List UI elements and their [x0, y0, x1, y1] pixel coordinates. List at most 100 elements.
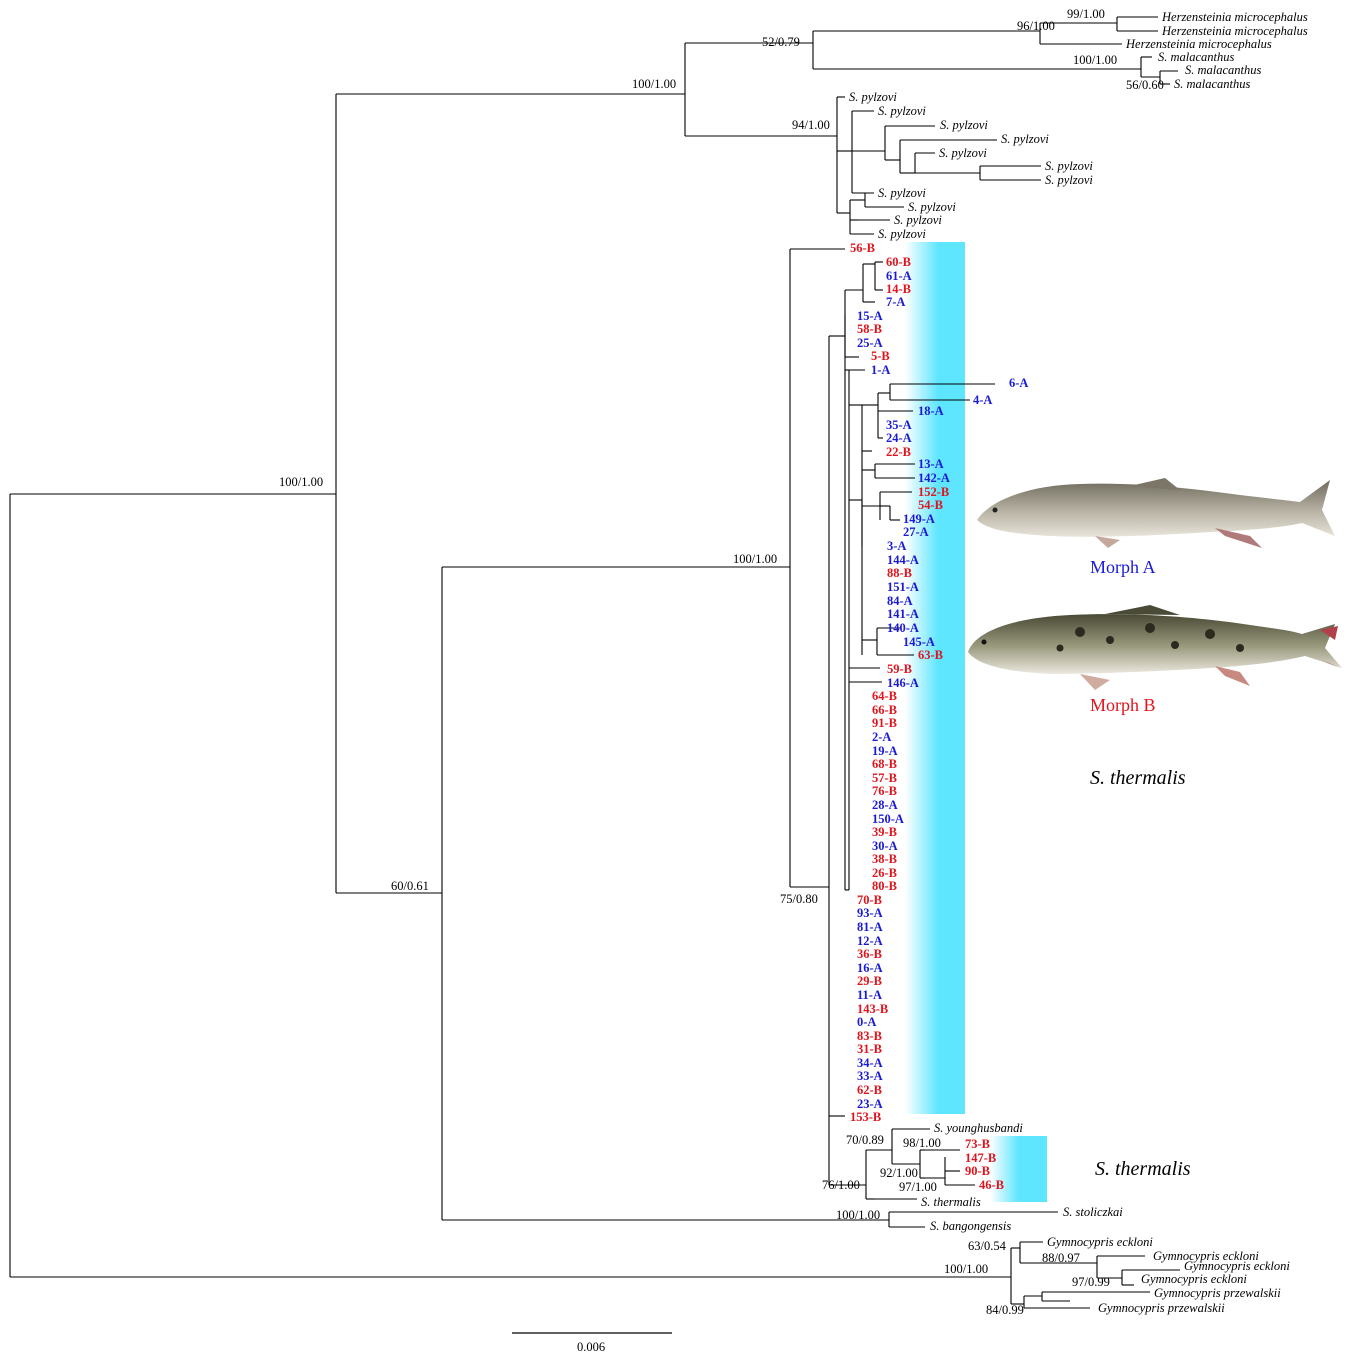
- taxon-label: S. pylzovi: [1045, 159, 1093, 173]
- sample-label: 19-A: [872, 744, 898, 758]
- sample-label: 46-B: [979, 1178, 1004, 1192]
- sample-label: 2-A: [872, 730, 891, 744]
- sample-label: 33-A: [857, 1069, 883, 1083]
- support-value: 98/1.00: [903, 1136, 941, 1150]
- sample-label: 60-B: [886, 255, 911, 269]
- morph-b-fish-image: [968, 605, 1342, 690]
- sample-label: 150-A: [872, 812, 904, 826]
- clade-highlight-secondary: [990, 1136, 1047, 1202]
- taxon-label: S. stoliczkai: [1063, 1205, 1123, 1219]
- sample-label: 25-A: [857, 336, 883, 350]
- taxon-label: Herzensteinia microcephalus: [1161, 24, 1308, 38]
- taxon-label: S. pylzovi: [878, 186, 926, 200]
- taxon-label: Gymnocypris przewalskii: [1154, 1286, 1281, 1300]
- support-value: 94/1.00: [792, 118, 830, 132]
- support-value: 97/1.00: [899, 1180, 937, 1194]
- sample-label: 141-A: [887, 607, 919, 621]
- taxon-label: Gymnocypris eckloni: [1141, 1272, 1247, 1286]
- sample-label: 35-A: [886, 418, 912, 432]
- sample-label: 66-B: [872, 703, 897, 717]
- taxon-label: S. pylzovi: [908, 200, 956, 214]
- morph-a-fish-image: [977, 478, 1335, 548]
- morph-a-label: Morph A: [1090, 557, 1156, 577]
- taxon-label: S. pylzovi: [878, 227, 926, 241]
- taxon-label: S. pylzovi: [849, 90, 897, 104]
- sample-label: 58-B: [857, 322, 882, 336]
- sample-label: 1-A: [871, 363, 890, 377]
- sample-label: 142-A: [918, 471, 950, 485]
- sample-label: 30-A: [872, 839, 898, 853]
- taxon-label: S. younghusbandi: [934, 1121, 1023, 1135]
- clade-label-main: S. thermalis: [1090, 767, 1186, 789]
- sample-label: 140-A: [887, 621, 919, 635]
- sample-label: 59-B: [887, 662, 912, 676]
- sample-label: 26-B: [872, 866, 897, 880]
- sample-label: 83-B: [857, 1029, 882, 1043]
- sample-label: 88-B: [887, 566, 912, 580]
- sample-label: 143-B: [857, 1002, 888, 1016]
- support-value: 100/1.00: [632, 77, 676, 91]
- sample-label: 153-B: [850, 1110, 881, 1124]
- support-value: 96/1.00: [1017, 19, 1055, 33]
- sample-label: 0-A: [857, 1015, 876, 1029]
- sample-label: 146-A: [887, 676, 919, 690]
- sample-label: 91-B: [872, 716, 897, 730]
- taxon-label: S. pylzovi: [1001, 132, 1049, 146]
- sample-label: 84-A: [887, 594, 913, 608]
- taxon-label: S. pylzovi: [939, 146, 987, 160]
- sample-label: 28-A: [872, 798, 898, 812]
- sample-label: 22-B: [886, 445, 911, 459]
- sample-label: 4-A: [973, 393, 992, 407]
- taxon-label: Herzensteinia microcephalus: [1125, 37, 1272, 51]
- taxon-label: S. malacanthus: [1185, 63, 1262, 77]
- taxon-label: S. malacanthus: [1158, 50, 1235, 64]
- sample-label: 31-B: [857, 1042, 882, 1056]
- sample-label: 6-A: [1009, 376, 1028, 390]
- taxon-label: S. pylzovi: [940, 118, 988, 132]
- sample-label: 57-B: [872, 771, 897, 785]
- sample-label: 73-B: [965, 1137, 990, 1151]
- support-value: 76/1.00: [822, 1178, 860, 1192]
- sample-label: 70-B: [857, 893, 882, 907]
- sample-label: 34-A: [857, 1056, 883, 1070]
- taxon-label: S. thermalis: [921, 1195, 981, 1209]
- sample-label: 90-B: [965, 1164, 990, 1178]
- sample-label: 14-B: [886, 282, 911, 296]
- sample-label: 61-A: [886, 269, 912, 283]
- taxon-label: S. pylzovi: [878, 104, 926, 118]
- taxon-label: S. malacanthus: [1174, 77, 1251, 91]
- sample-label: 11-A: [857, 988, 882, 1002]
- sample-label: 145-A: [903, 635, 935, 649]
- sample-label: 16-A: [857, 961, 883, 975]
- taxon-label: S. pylzovi: [1045, 173, 1093, 187]
- sample-label: 80-B: [872, 879, 897, 893]
- sample-label: 29-B: [857, 974, 882, 988]
- support-value: 60/0.61: [391, 879, 429, 893]
- sample-label: 149-A: [903, 512, 935, 526]
- taxon-label: Herzensteinia microcephalus: [1161, 10, 1308, 24]
- support-value: 75/0.80: [780, 892, 818, 906]
- support-value: 100/1.00: [944, 1262, 988, 1276]
- sample-label: 76-B: [872, 784, 897, 798]
- support-value: 52/0.79: [762, 35, 800, 49]
- sample-label: 23-A: [857, 1097, 883, 1111]
- sample-label: 68-B: [872, 757, 897, 771]
- sample-label: 64-B: [872, 689, 897, 703]
- support-value: 84/0.99: [986, 1303, 1024, 1317]
- sample-label: 18-A: [918, 404, 944, 418]
- support-value: 100/1.00: [279, 475, 323, 489]
- taxon-label: Gymnocypris przewalskii: [1098, 1301, 1225, 1315]
- taxon-label: Gymnocypris eckloni: [1184, 1259, 1290, 1273]
- sample-label: 27-A: [903, 525, 929, 539]
- sample-label: 151-A: [887, 580, 919, 594]
- support-value: 97/0.99: [1072, 1275, 1110, 1289]
- sample-label: 15-A: [857, 309, 883, 323]
- sample-label: 39-B: [872, 825, 897, 839]
- sample-label: 7-A: [886, 295, 905, 309]
- support-value: 100/1.00: [836, 1208, 880, 1222]
- sample-label: 147-B: [965, 1151, 996, 1165]
- support-value: 92/1.00: [880, 1166, 918, 1180]
- sample-label: 3-A: [887, 539, 906, 553]
- clade-label-secondary: S. thermalis: [1095, 1158, 1191, 1180]
